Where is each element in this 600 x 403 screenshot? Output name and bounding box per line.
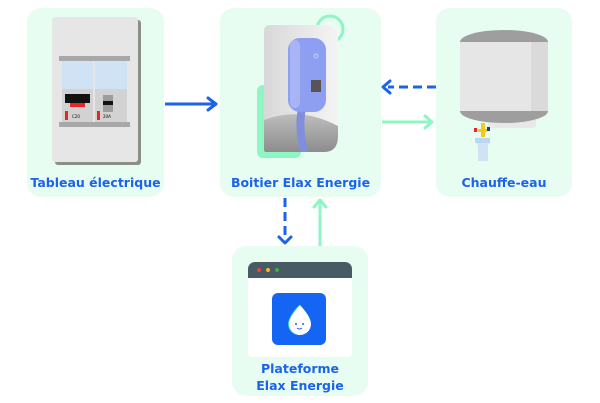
arrow-plateforme-to-boitier xyxy=(312,198,328,246)
label-plateforme-line2: Elax Energie xyxy=(256,378,344,393)
electrical-panel-icon: C20 20A xyxy=(52,17,141,165)
node-chauffe-eau: Chauffe-eau xyxy=(436,8,572,197)
label-chauffe-eau: Chauffe-eau xyxy=(461,175,547,190)
close-dot-icon xyxy=(257,268,261,272)
arrow-chauffe-eau-to-boitier-dashed xyxy=(381,79,436,95)
label-tableau-electrique: Tableau électrique xyxy=(30,175,161,190)
breaker-2-rating: 20A xyxy=(103,114,111,119)
elax-box-photo xyxy=(257,14,345,158)
node-plateforme-elax: Plateforme Elax Energie xyxy=(232,246,368,396)
breaker-1-rating: C20 xyxy=(72,114,80,119)
arrow-boitier-to-chauffe-eau xyxy=(382,114,434,130)
arrow-tableau-to-boitier xyxy=(165,96,218,112)
water-heater-icon xyxy=(460,30,548,161)
node-boitier-elax: Boitier Elax Energie xyxy=(220,8,381,197)
node-tableau-electrique: C20 20A Tableau électrique xyxy=(27,8,164,197)
minimize-dot-icon xyxy=(266,268,270,272)
maximize-dot-icon xyxy=(275,268,279,272)
water-drop-icon xyxy=(288,305,311,335)
browser-title-bar xyxy=(248,262,352,278)
browser-window xyxy=(248,262,352,357)
arrow-boitier-to-plateforme-dashed xyxy=(277,198,293,245)
label-boitier-elax: Boitier Elax Energie xyxy=(230,175,371,190)
label-plateforme-line1: Plateforme xyxy=(260,361,340,376)
elax-app-icon xyxy=(272,293,326,345)
